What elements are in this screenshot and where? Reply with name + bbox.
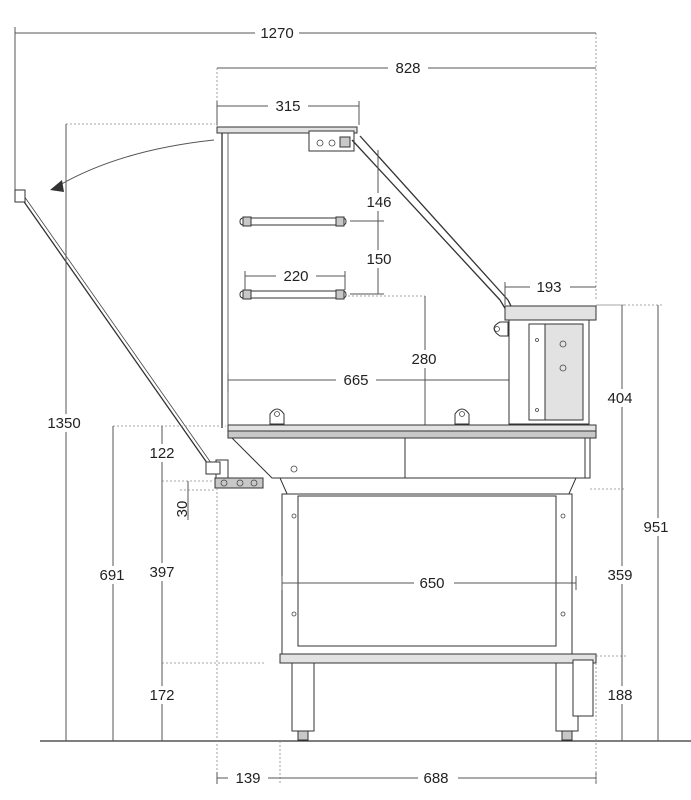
dim-label-665: 665 <box>343 372 368 389</box>
dim-label-150: 150 <box>366 251 391 268</box>
dim-label-951: 951 <box>643 519 668 536</box>
dim-label-1270: 1270 <box>260 25 293 42</box>
dim-951: 951 <box>596 304 678 741</box>
deck-lug-left <box>269 408 285 425</box>
dim-label-188: 188 <box>607 687 632 704</box>
open-front-glass <box>14 189 221 475</box>
dim-label-139: 139 <box>235 770 260 787</box>
dim-193: 193 <box>504 278 596 305</box>
dim-label-30: 30 <box>174 501 191 518</box>
dim-828: 828 <box>216 59 596 130</box>
swing-arrow <box>50 139 215 192</box>
dim-397: 397 <box>144 481 182 663</box>
front-glass <box>351 135 513 311</box>
dim-220: 220 <box>244 267 346 290</box>
shelf-upper <box>239 216 347 227</box>
dim-label-146: 146 <box>366 194 391 211</box>
dim-122: 122 <box>144 426 214 482</box>
dim-315: 315 <box>216 97 360 125</box>
front-bracket <box>214 459 264 489</box>
dim-665: 665 <box>227 371 529 392</box>
dim-label-828: 828 <box>395 60 420 77</box>
base-cabinet <box>279 477 597 664</box>
leg-left <box>291 662 315 741</box>
dim-1270: 1270 <box>14 24 597 300</box>
dim-label-691: 691 <box>99 567 124 584</box>
dim-label-688: 688 <box>423 770 448 787</box>
dim-688: 688 <box>280 663 597 787</box>
dim-30: 30 <box>174 481 214 520</box>
dim-label-193: 193 <box>536 279 561 296</box>
dim-404: 404 <box>590 304 642 490</box>
dim-188: 188 <box>602 656 642 741</box>
dim-label-397: 397 <box>149 564 174 581</box>
dim-label-1350: 1350 <box>47 415 80 432</box>
dim-650: 650 <box>281 574 577 592</box>
counter-deck <box>227 424 597 479</box>
glass-lug <box>493 321 509 337</box>
dim-172: 172 <box>144 662 265 741</box>
shelf-lower <box>239 289 347 300</box>
rear-unit <box>504 305 597 425</box>
dim-label-315: 315 <box>275 98 300 115</box>
dim-280: 280 <box>348 295 444 428</box>
dim-139: 139 <box>216 741 281 787</box>
dim-label-220: 220 <box>283 268 308 285</box>
dim-150: 150 <box>350 221 396 295</box>
dim-359: 359 <box>596 489 642 657</box>
top-glass-plate <box>216 126 358 134</box>
dim-label-650: 650 <box>419 575 444 592</box>
deck-lug-right <box>454 408 470 425</box>
dim-label-359: 359 <box>607 567 632 584</box>
dim-691: 691 <box>94 425 226 741</box>
dim-label-404: 404 <box>607 390 632 407</box>
dim-1350: 1350 <box>44 123 215 741</box>
dim-146: 146 <box>350 150 396 222</box>
leg-right <box>555 659 594 741</box>
dim-label-280: 280 <box>411 351 436 368</box>
dim-label-172: 172 <box>149 687 174 704</box>
dim-label-122: 122 <box>149 445 174 462</box>
